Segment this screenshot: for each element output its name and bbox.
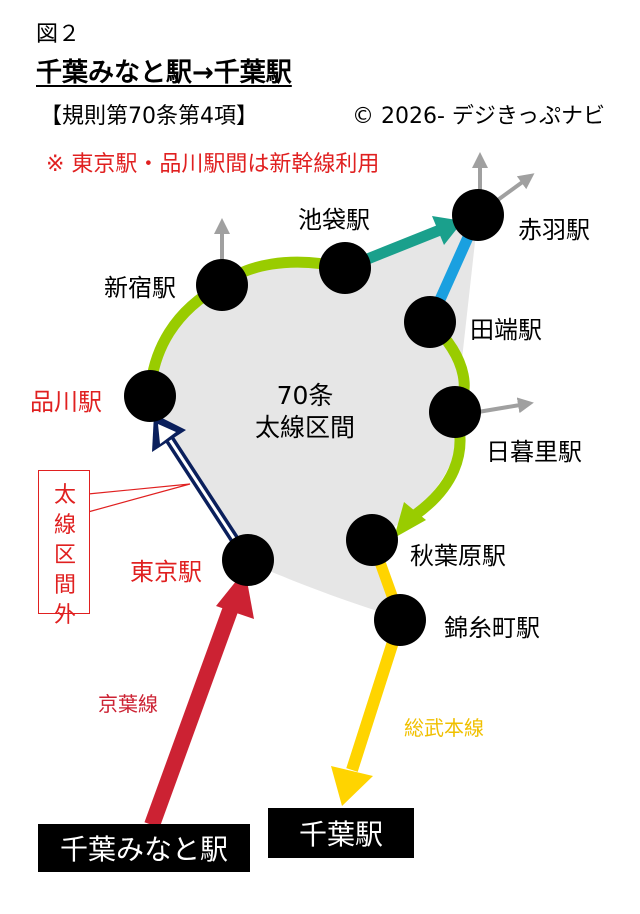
station-label-shinagawa: 品川駅 — [30, 388, 102, 416]
outside-callout-line — [87, 483, 191, 513]
shinkansen-arrowhead-inner — [158, 424, 176, 444]
station-label-shinjuku: 新宿駅 — [104, 274, 176, 302]
origin-station-label: 千葉みなと駅 — [59, 833, 228, 866]
article70-area — [150, 215, 478, 618]
station-dot-akabane — [452, 189, 504, 241]
origin-station-box: 千葉みなと駅 — [38, 824, 250, 872]
station-label-tabata: 田端駅 — [470, 316, 542, 344]
area-label-line2: 太線区間 — [254, 413, 355, 442]
rule-reference: 【規則第70条第4項】 — [40, 104, 258, 129]
area-label-line1: 70条 — [276, 381, 334, 410]
shinkansen-note: ※ 東京駅・品川駅間は新幹線利用 — [46, 152, 380, 177]
keiyo-line — [144, 602, 240, 828]
station-label-akihabara: 秋葉原駅 — [410, 542, 506, 570]
page-title: 千葉みなと駅→千葉駅 — [36, 58, 292, 88]
akabane-branch-arrow-right — [493, 173, 535, 204]
station-dot-shinjuku — [196, 259, 248, 311]
station-dot-tabata — [404, 296, 456, 348]
outside-section-callout: 太線区間外 — [38, 470, 90, 628]
station-dot-tokyo — [222, 534, 274, 586]
figure-label: 図２ — [36, 22, 81, 47]
station-dot-kinshicho — [374, 594, 426, 646]
station-label-tokyo: 東京駅 — [130, 558, 202, 586]
station-dot-nippori — [429, 386, 481, 438]
line-label-keiyo: 京葉線 — [98, 692, 158, 716]
yamanote-arrowhead — [394, 502, 426, 538]
nippori-branch-arrow — [477, 397, 534, 414]
destination-station-box: 千葉駅 — [268, 808, 414, 858]
station-dot-shinagawa — [124, 370, 176, 422]
destination-station-label: 千葉駅 — [298, 818, 383, 851]
copyright: © 2026- デジきっぷナビ — [352, 104, 606, 129]
station-dot-akihabara — [346, 514, 398, 566]
line-label-sobu: 総武本線 — [404, 716, 484, 740]
station-label-akabane: 赤羽駅 — [518, 216, 590, 244]
station-label-nippori: 日暮里駅 — [486, 438, 582, 466]
sobu-arrowhead — [331, 766, 373, 806]
station-label-kinshicho: 錦糸町駅 — [444, 614, 540, 642]
outside-section-label: 太線区間外 — [53, 483, 76, 628]
sobu-line — [346, 618, 406, 772]
station-dot-ikebukuro — [319, 242, 371, 294]
article70-area-label: 70条 太線区間 — [250, 380, 360, 444]
station-label-ikebukuro: 池袋駅 — [298, 206, 370, 234]
